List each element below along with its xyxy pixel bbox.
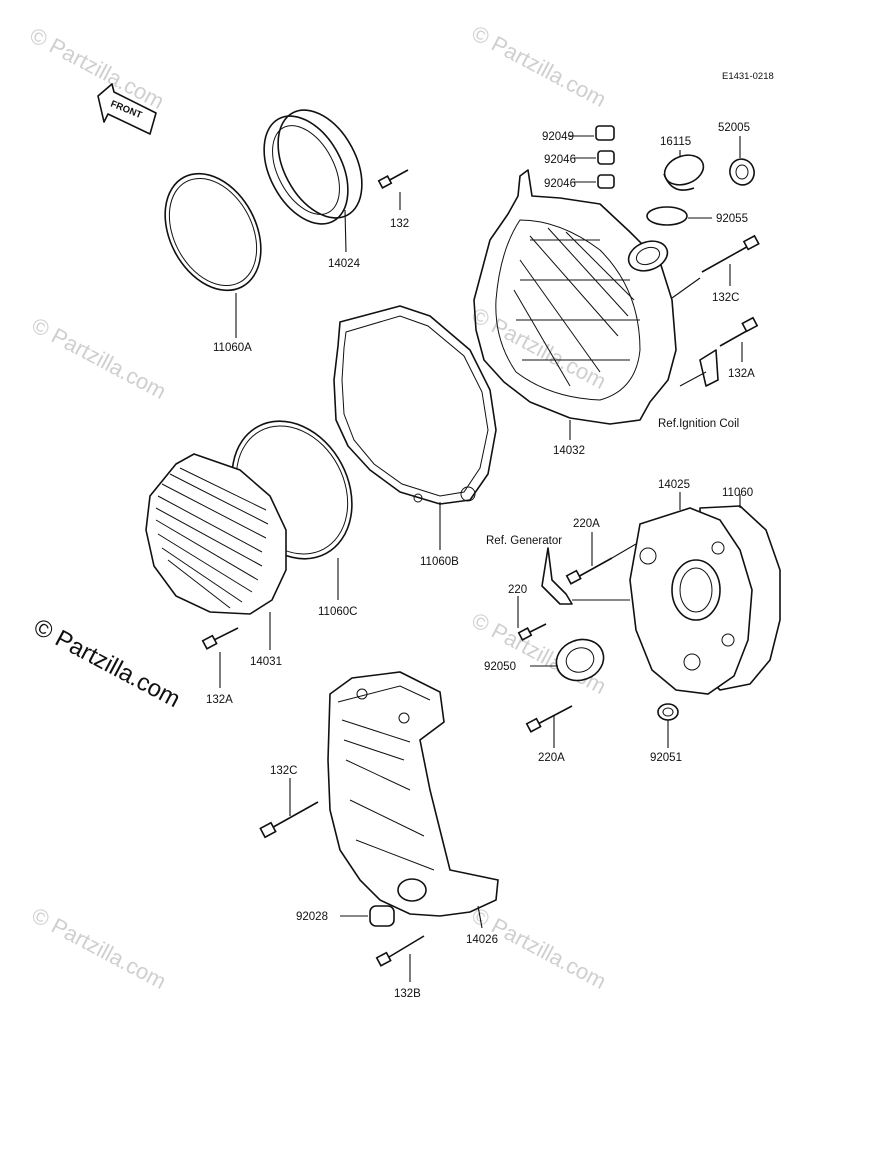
label-14025: 14025 <box>658 479 690 491</box>
label-11060B: 11060B <box>420 556 459 568</box>
ref-ignition-coil: Ref.Ignition Coil <box>658 418 739 430</box>
ref-generator: Ref. Generator <box>486 535 562 547</box>
label-14024: 14024 <box>328 258 361 270</box>
oring-92055 <box>646 206 712 226</box>
cover-14024 <box>263 109 363 253</box>
watermark: © Partzilla.com <box>468 302 611 394</box>
label-220: 220 <box>508 584 527 596</box>
watermark: © Partzilla.com <box>468 902 611 994</box>
bolt-132B <box>375 935 425 982</box>
label-132A-right: 132A <box>728 368 755 380</box>
label-92028: 92028 <box>296 911 328 923</box>
cover-14026 <box>327 671 499 929</box>
bolt-220 <box>517 596 547 641</box>
watermark: © Partzilla.com <box>468 20 611 112</box>
collar-92046-b <box>572 174 615 189</box>
label-14031: 14031 <box>250 656 282 668</box>
label-132A-left: 132A <box>206 694 233 706</box>
label-52005: 52005 <box>718 122 750 134</box>
label-220A-bottom: 220A <box>538 752 565 764</box>
cover-14031 <box>145 453 287 650</box>
cover-14025 <box>629 492 753 695</box>
gasket-11060B <box>333 305 497 550</box>
diagram-code: E1431-0218 <box>722 71 774 82</box>
watermark: © Partzilla.com <box>28 902 171 994</box>
watermark: © Partzilla.com <box>28 312 171 404</box>
watermarks: © Partzilla.com © Partzilla.com © Partzi… <box>26 20 611 994</box>
gasket-11060A <box>164 172 262 338</box>
label-11060A: 11060A <box>213 342 252 354</box>
bolt-220A-bottom <box>525 705 573 748</box>
collar-92046-a <box>572 150 615 165</box>
label-14026: 14026 <box>466 934 498 946</box>
bolt-132 <box>377 169 409 210</box>
label-92049: 92049 <box>542 131 574 143</box>
collar-92049 <box>568 125 615 141</box>
label-132C-bottom: 132C <box>270 765 298 777</box>
label-132B: 132B <box>394 988 421 1000</box>
label-14032: 14032 <box>553 445 585 457</box>
bolt-132C-bottom <box>259 778 319 839</box>
label-11060C: 11060C <box>318 606 357 618</box>
seal-92050 <box>530 638 605 682</box>
seal-52005 <box>729 136 755 186</box>
bolt-132A-left <box>201 627 239 688</box>
label-11060: 11060 <box>722 487 753 499</box>
label-132C-top: 132C <box>712 292 740 304</box>
generator-bracket <box>541 547 630 605</box>
label-132: 132 <box>390 218 409 230</box>
watermark: © Partzilla.com <box>26 22 169 114</box>
label-92046-b: 92046 <box>544 178 576 190</box>
label-92046-a: 92046 <box>544 154 576 166</box>
collar-92028 <box>340 905 395 927</box>
housing-14032 <box>473 169 677 440</box>
cap-16115 <box>663 150 705 191</box>
washer-92051 <box>657 703 679 748</box>
bolt-220A-top <box>565 532 637 585</box>
bolt-132A-right <box>679 316 759 387</box>
label-220A-top: 220A <box>573 518 600 530</box>
bolt-132C-top <box>671 234 760 299</box>
label-92050: 92050 <box>484 661 516 673</box>
label-92055: 92055 <box>716 213 748 225</box>
copyright-text: © Partzilla.com <box>29 613 184 713</box>
label-92051: 92051 <box>650 752 682 764</box>
label-16115: 16115 <box>660 136 691 148</box>
